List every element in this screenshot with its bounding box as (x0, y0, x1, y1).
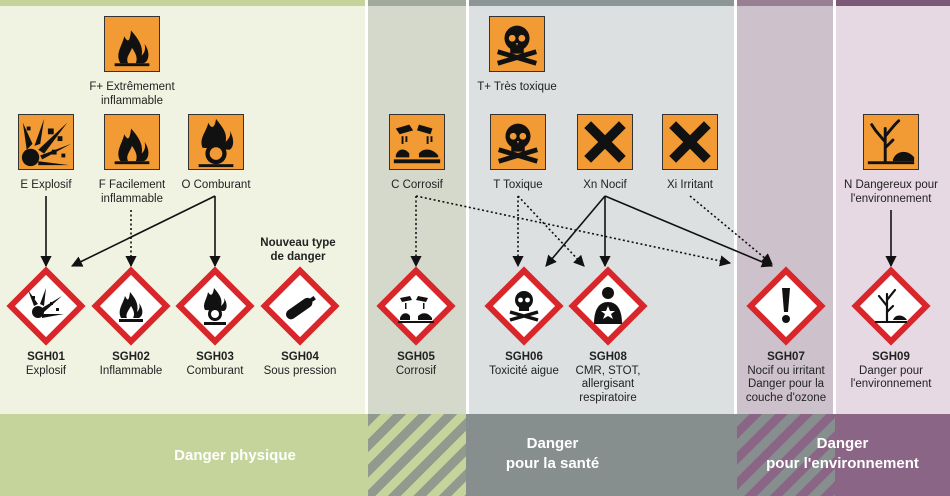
ghs-name-sgh03: Comburant (186, 364, 244, 377)
ghs-caption-sgh03: SGH03 Comburant (160, 351, 270, 378)
ghs-caption-sgh09: SGH09 Danger pour l'environnement (836, 351, 946, 392)
band-corrosif-hatch (368, 414, 466, 496)
group-label-physique: Danger physique (174, 447, 296, 464)
exclamation-icon (746, 266, 826, 346)
ghs-pictogram-sgh02 (91, 266, 171, 346)
old-symbol-o (188, 114, 244, 170)
ghs-name-sgh05: Corrosif (395, 364, 437, 377)
group-label-env-line2: pour l'environnement (766, 455, 919, 472)
ghs-code-sgh09: SGH09 (872, 351, 910, 363)
old-label-f: F Facilement inflammable (98, 179, 166, 205)
group-label-sante: Danger pour la santé (480, 434, 625, 474)
explosion-icon (21, 118, 72, 167)
ghs-pictogram-sgh05 (376, 266, 456, 346)
dead-tree-icon (867, 119, 915, 165)
ghs-caption-sgh01: SGH01 Explosif (0, 351, 101, 378)
health-hazard-icon (568, 266, 648, 346)
nouveau-type-label: Nouveau type de danger (260, 237, 336, 263)
ghs-code-sgh02: SGH02 (112, 351, 150, 363)
ghs-caption-sgh08: SGH08 CMR, STOT, allergisant respiratoir… (553, 351, 663, 405)
ghs-caption-sgh06: SGH06 Toxicité aigue (469, 351, 579, 378)
panel-danger-environnement (836, 0, 950, 414)
ghs-name-sgh07: Nocif ou irritant Danger pour la couche … (745, 364, 827, 404)
ghs-pictogram-sgh08 (568, 266, 648, 346)
old-symbol-fplus (104, 16, 160, 72)
corrosion-icon (393, 124, 441, 164)
old-label-xn: Xn Nocif (583, 179, 627, 191)
ghs-caption-sgh04: SGH04 Sous pression (245, 351, 355, 378)
ghs-name-sgh02: Inflammable (99, 364, 163, 377)
old-label-n: N Dangereux pour l'environnement (844, 179, 938, 205)
skull-icon (497, 25, 537, 66)
ghs-name-sgh01: Explosif (25, 364, 67, 377)
old-label-xi: Xi Irritant (666, 179, 713, 191)
old-symbol-xn (577, 114, 633, 170)
cross-icon (584, 121, 626, 163)
flame-icon (91, 266, 171, 346)
old-label-tplus: T+ Très toxique (477, 81, 557, 93)
ghs-caption-sgh02: SGH02 Inflammable (76, 351, 186, 378)
ghs-caption-sgh07: SGH07 Nocif ou irritant Danger pour la c… (731, 351, 841, 405)
ghs-name-sgh08: CMR, STOT, allergisant respiratoire (575, 364, 641, 404)
old-label-c: C Corrosif (391, 179, 443, 191)
flame-icon (114, 30, 150, 67)
old-label-fplus: F+ Extrêmement inflammable (89, 81, 175, 107)
explosion-icon (6, 266, 86, 346)
ghs-pictogram-sgh01 (6, 266, 86, 346)
corrosion-icon (376, 266, 456, 346)
ghs-pictogram-sgh09 (851, 266, 931, 346)
group-label-sante-line1: Danger (526, 435, 579, 452)
old-symbol-f (104, 114, 160, 170)
group-label-environnement: Danger pour l'environnement (755, 434, 930, 474)
old-symbol-xi (662, 114, 718, 170)
old-label-o: O Comburant (181, 179, 251, 191)
flame-icon (114, 128, 150, 165)
ghs-name-sgh04: Sous pression (263, 364, 337, 377)
ghs-code-sgh05: SGH05 (397, 351, 435, 363)
skull-icon (484, 266, 564, 346)
group-label-sante-line2: pour la santé (505, 455, 600, 472)
band-physique (0, 414, 368, 496)
ghs-name-sgh09: Danger pour l'environnement (850, 364, 932, 391)
ghs-pictogram-sgh04 (260, 266, 340, 346)
flame-over-circle-icon (175, 266, 255, 346)
old-symbol-n (863, 114, 919, 170)
gas-cylinder-icon (260, 266, 340, 346)
environment-icon (851, 266, 931, 346)
flame-over-circle-icon (198, 118, 234, 168)
band-ozone-hatch (737, 414, 835, 496)
cross-icon (669, 121, 711, 163)
ghs-caption-sgh05: SGH05 Corrosif (361, 351, 471, 378)
skull-icon (498, 123, 538, 164)
old-label-t: T Toxique (493, 179, 543, 191)
ghs-code-sgh08: SGH08 (589, 351, 627, 363)
ghs-pictogram-sgh06 (484, 266, 564, 346)
ghs-pictogram-sgh07 (746, 266, 826, 346)
ghs-code-sgh01: SGH01 (27, 351, 65, 363)
ghs-code-sgh06: SGH06 (505, 351, 543, 363)
old-symbol-e (18, 114, 74, 170)
ghs-name-sgh06: Toxicité aigue (489, 364, 559, 377)
band-environnement (835, 414, 950, 496)
ghs-code-sgh03: SGH03 (196, 351, 234, 363)
ghs-code-sgh04: SGH04 (281, 351, 319, 363)
old-symbol-tplus (489, 16, 545, 72)
old-symbol-t (490, 114, 546, 170)
old-symbol-c (389, 114, 445, 170)
old-label-e: E Explosif (20, 179, 72, 191)
group-label-env-line1: Danger (816, 435, 869, 452)
ghs-pictogram-sgh03 (175, 266, 255, 346)
ghs-code-sgh07: SGH07 (767, 351, 805, 363)
band-sante (466, 414, 737, 496)
